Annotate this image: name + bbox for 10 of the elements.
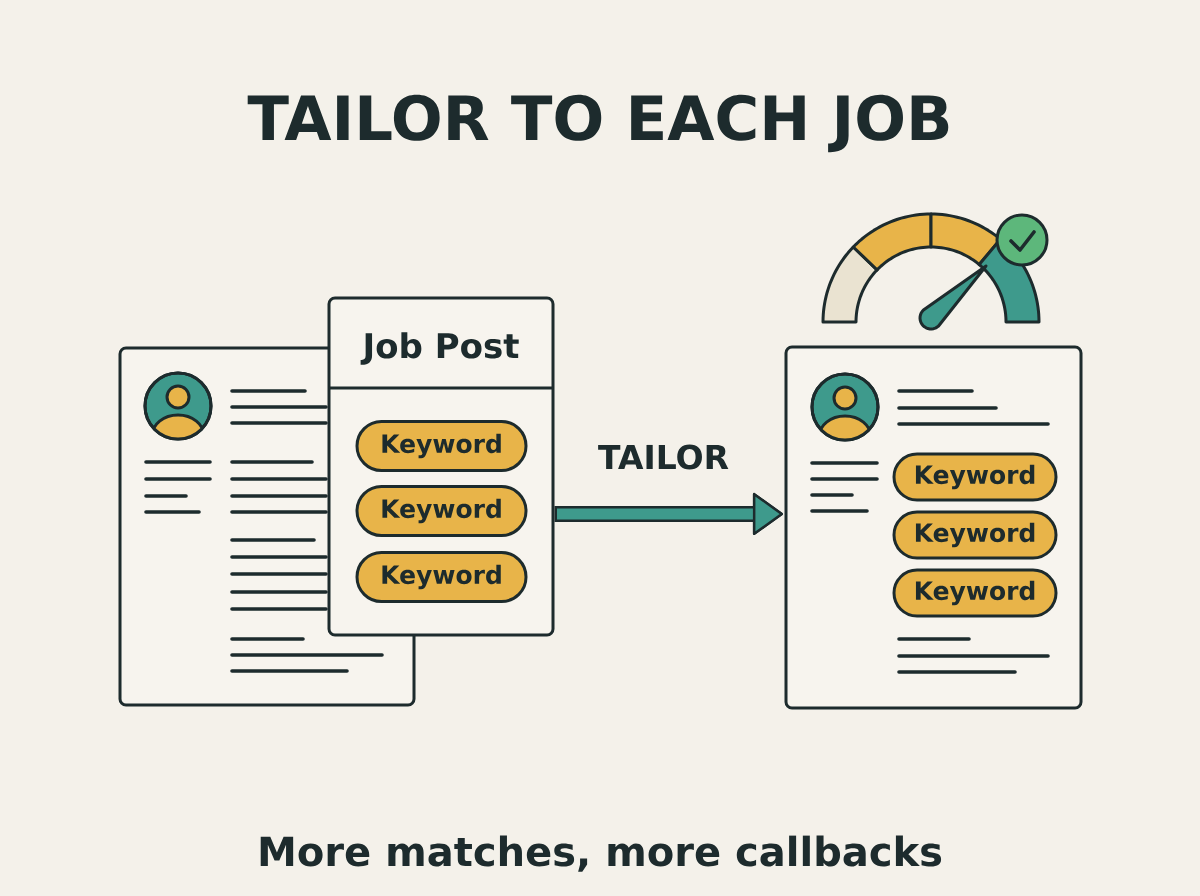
keyword-tag: Keyword <box>892 510 1058 560</box>
caption: More matches, more callbacks <box>260 835 942 872</box>
keyword-tag: Keyword <box>355 551 528 603</box>
keyword-tag: Keyword <box>892 452 1058 502</box>
title: TAILOR TO EACH JOB <box>247 94 949 153</box>
keyword-tag: Keyword <box>355 420 528 472</box>
keyword-tag: Keyword <box>892 568 1058 618</box>
arrow <box>554 492 783 536</box>
edge-label: TAILOR <box>598 444 729 470</box>
keyword-tag: Keyword <box>355 485 528 537</box>
